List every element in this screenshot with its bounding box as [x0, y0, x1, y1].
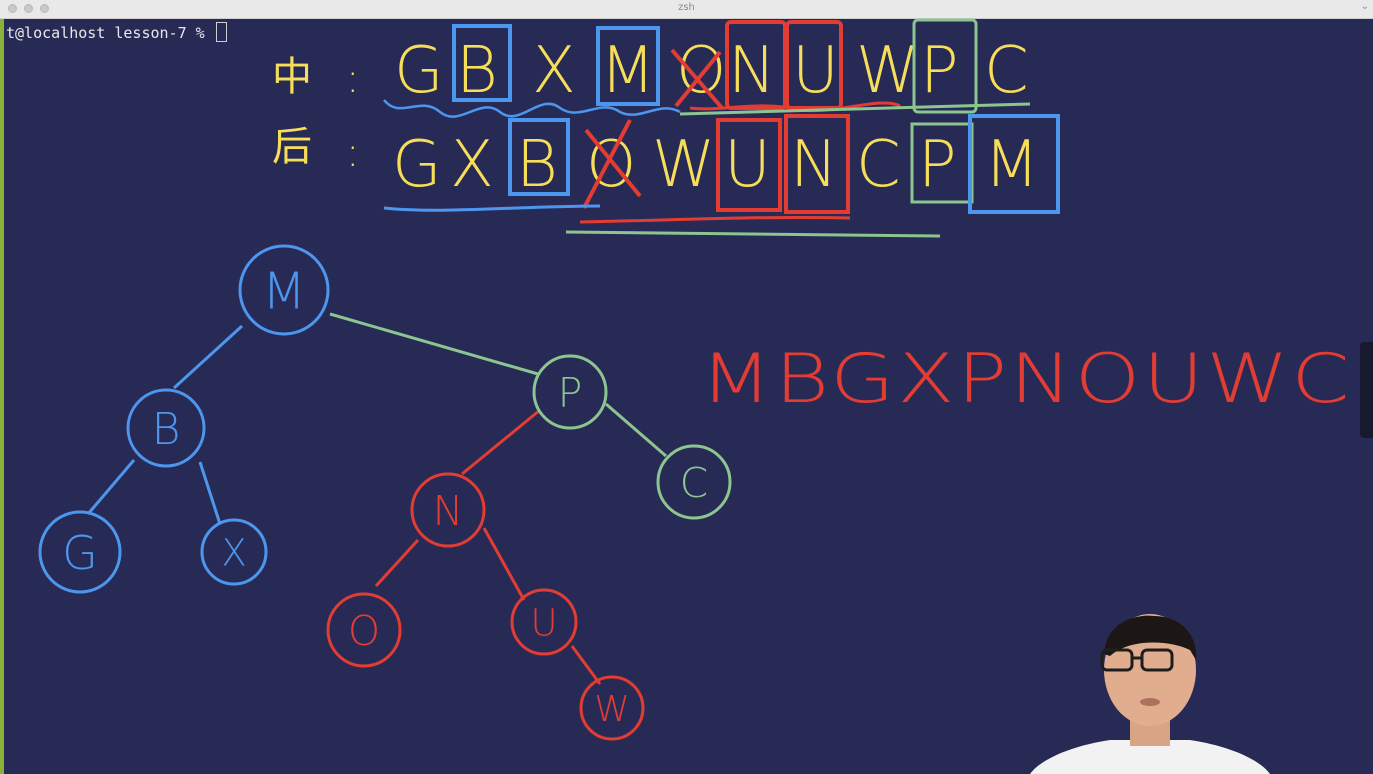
inorder-letter: P [920, 34, 959, 108]
postorder-letter: P [918, 128, 957, 202]
inorder-root-box-M [596, 26, 660, 106]
tree-node-circle-W [579, 675, 645, 741]
prompt-text: t@localhost lesson-7 % [6, 24, 214, 42]
tree-node-label-X: X [221, 531, 246, 574]
inorder-letter: M [600, 34, 655, 108]
tree-node-circle-U [510, 588, 578, 656]
window-titlebar: zsh ⌄ [0, 0, 1373, 19]
postorder-letter: X [450, 128, 494, 202]
terminal-prompt[interactable]: t@localhost lesson-7 % [6, 22, 227, 43]
postorder-letter: W [652, 128, 715, 202]
postorder-letter: G [392, 128, 442, 202]
tree-node-label-P: P [558, 369, 583, 417]
inorder-cross-O [670, 48, 724, 110]
tree-node-label-B: B [152, 404, 181, 455]
edge-N-U [482, 527, 526, 601]
window-title: zsh [678, 2, 695, 13]
edge-M-P [329, 312, 539, 376]
inorder-root-box-P [912, 18, 978, 114]
postorder-letter: M [984, 128, 1039, 202]
edge-N-O [374, 538, 420, 588]
tree-node-label-U: U [530, 601, 557, 644]
postorder-letter: B [516, 128, 558, 202]
traffic-lights [8, 4, 49, 13]
postorder-root-box-N [784, 114, 850, 214]
edge-P-N [461, 408, 541, 476]
edge-P-C [605, 402, 667, 458]
tree-node-circle-G [38, 510, 122, 594]
edge-B-X [198, 461, 222, 525]
postorder-label: 后 [272, 124, 312, 170]
tree-node-label-C: C [680, 459, 709, 507]
presenter-webcam [1030, 614, 1270, 774]
tree-node-circle-P [532, 354, 608, 430]
close-window-button[interactable] [8, 4, 17, 13]
inorder-letter: C [984, 34, 1029, 108]
chevron-down-icon[interactable]: ⌄ [1360, 1, 1369, 12]
minimize-window-button[interactable] [24, 4, 33, 13]
inorder-blue-scribble [383, 99, 681, 118]
inorder-root-box-B [452, 24, 512, 102]
edge-B-G [86, 459, 136, 515]
inorder-letter: U [792, 34, 839, 108]
preorder-result: MBGXPNOUWC [700, 340, 1352, 419]
tree-node-circle-B [126, 388, 206, 468]
postorder-root-box-M [968, 114, 1060, 214]
tree-node-circle-X [200, 518, 268, 586]
tree-node-circle-N [410, 472, 486, 548]
tree-node-circle-C [656, 444, 732, 520]
terminal-cursor [215, 22, 227, 42]
postorder-root-box-B [508, 118, 570, 196]
scroll-handle[interactable] [1360, 342, 1373, 438]
postorder-letter: N [790, 128, 838, 202]
postorder-letter: U [724, 128, 771, 202]
postorder-green-underline [565, 230, 941, 238]
zoom-window-button[interactable] [40, 4, 49, 13]
tree-node-circle-M [238, 244, 330, 336]
postorder-cross-O [582, 119, 642, 209]
left-edge-bar [0, 19, 4, 774]
postorder-root-box-U [716, 118, 782, 212]
edge-M-B [172, 324, 244, 390]
tree-node-label-M: M [262, 262, 306, 321]
tree-node-label-O: O [348, 607, 380, 655]
tree-node-label-W: W [594, 689, 630, 730]
inorder-label: 中 [272, 54, 312, 100]
postorder-letter: C [856, 128, 901, 202]
tree-node-circle-O [326, 592, 402, 668]
inorder-letter: N [728, 34, 776, 108]
binary-tree: M B G X P C N O U W [38, 244, 732, 741]
postorder-separator: : [346, 130, 359, 176]
postorder-red-underline [579, 215, 851, 224]
edge-U-W [570, 645, 602, 685]
inorder-root-box-U [785, 20, 843, 110]
inorder-letter: B [456, 34, 498, 108]
inorder-letter: G [394, 34, 444, 108]
inorder-green-underline [679, 102, 1031, 116]
inorder-letter: X [532, 34, 576, 108]
inorder-separator: : [346, 56, 359, 102]
tree-node-label-N: N [433, 487, 464, 535]
postorder-blue-underline [383, 204, 601, 212]
inorder-letter: W [856, 34, 919, 108]
tree-node-label-G: G [62, 526, 98, 580]
